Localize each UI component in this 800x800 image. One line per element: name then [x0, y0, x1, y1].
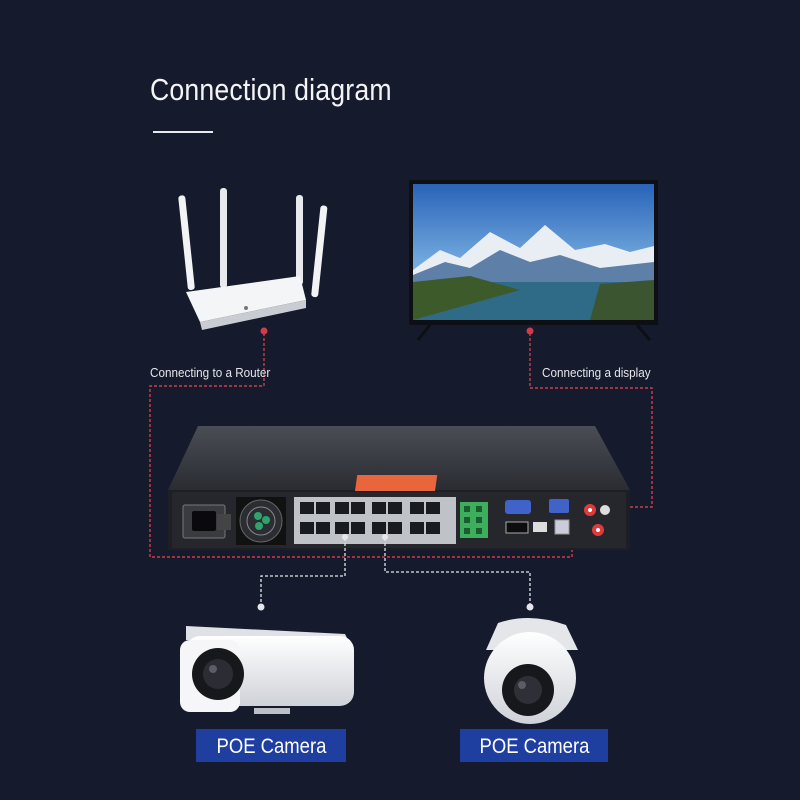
router-connection-line [149, 333, 573, 558]
camera2-port-dot [382, 534, 388, 540]
dome-camera-icon [484, 617, 578, 724]
camera-connection-lines [260, 538, 531, 605]
camera2-dot [526, 603, 534, 611]
router-connection-label: Connecting to a Router [150, 365, 271, 380]
title-underline [153, 131, 213, 133]
router-port-dot [260, 327, 268, 335]
bullet-camera-icon [180, 626, 354, 714]
page-title: Connection diagram [150, 72, 392, 107]
display-connection-line [529, 333, 653, 508]
camera1-label: POE Camera [196, 729, 346, 762]
camera2-label-text: POE Camera [479, 735, 589, 758]
nvr-icon [168, 426, 630, 550]
camera1-dot [257, 603, 265, 611]
camera1-label-text: POE Camera [216, 735, 326, 758]
display-connection-label: Connecting a display [542, 365, 651, 380]
camera2-label: POE Camera [460, 729, 608, 762]
monitor-icon [409, 180, 658, 341]
display-port-dot [526, 327, 534, 335]
router-icon [178, 188, 328, 330]
camera1-port-dot [342, 534, 348, 540]
